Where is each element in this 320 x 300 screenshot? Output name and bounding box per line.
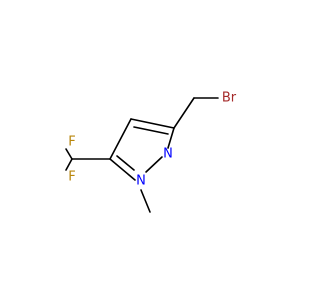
bond-n1-methyl <box>140 189 151 213</box>
bond-chf2-f2 <box>65 158 73 171</box>
atom-labels: Br N N F F <box>68 91 237 189</box>
bond-c3-c4 <box>130 118 175 129</box>
atom-fluorine-1: F <box>68 135 75 150</box>
bond-c5-n1 <box>109 158 136 181</box>
bond-c5-n1-inner <box>116 155 135 171</box>
bond-chf2-f1 <box>65 148 73 160</box>
atom-nitrogen-2: N <box>163 147 173 162</box>
atom-nitrogen-1: N <box>136 174 146 189</box>
bond-c4-c5 <box>109 118 132 160</box>
bond-n1-n2 <box>145 156 163 173</box>
bond-n2-c3 <box>167 127 175 149</box>
atom-bromine: Br <box>222 91 237 106</box>
bond-c3-c4-inner <box>133 126 169 135</box>
bond-c3-ch2 <box>173 97 195 129</box>
bonds <box>65 97 219 213</box>
atom-fluorine-2: F <box>68 170 75 185</box>
molecule-structure: Br N N F F <box>65 91 237 213</box>
